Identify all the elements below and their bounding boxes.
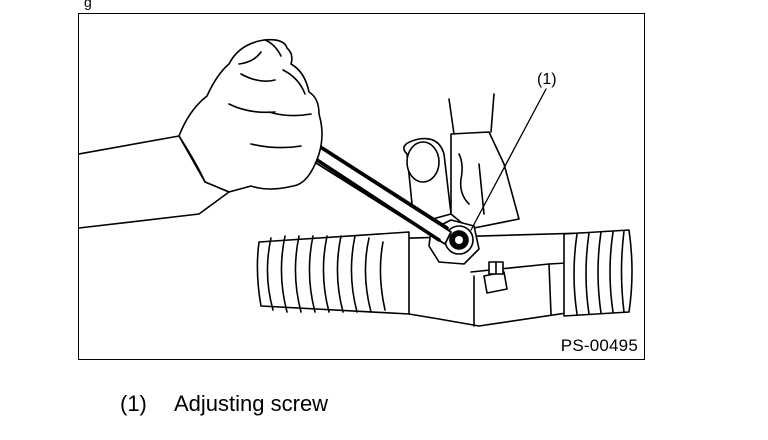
figure-code: PS-00495: [560, 336, 638, 355]
top-text-fragment: g: [84, 0, 92, 10]
illustration-frame: (1) PS-00495: [78, 13, 645, 360]
callout-label: (1): [537, 71, 557, 88]
right-rubber-boot: [563, 229, 633, 317]
left-rubber-boot: [256, 231, 410, 315]
valve-housing: [403, 93, 520, 230]
hand: [79, 38, 323, 229]
legend-item: (1) Adjusting screw: [120, 391, 328, 417]
legend-number: (1): [120, 391, 147, 416]
legend-text: Adjusting screw: [174, 391, 329, 416]
steering-gearbox-illustration: (1): [79, 38, 633, 327]
callout-leader: [470, 88, 547, 231]
